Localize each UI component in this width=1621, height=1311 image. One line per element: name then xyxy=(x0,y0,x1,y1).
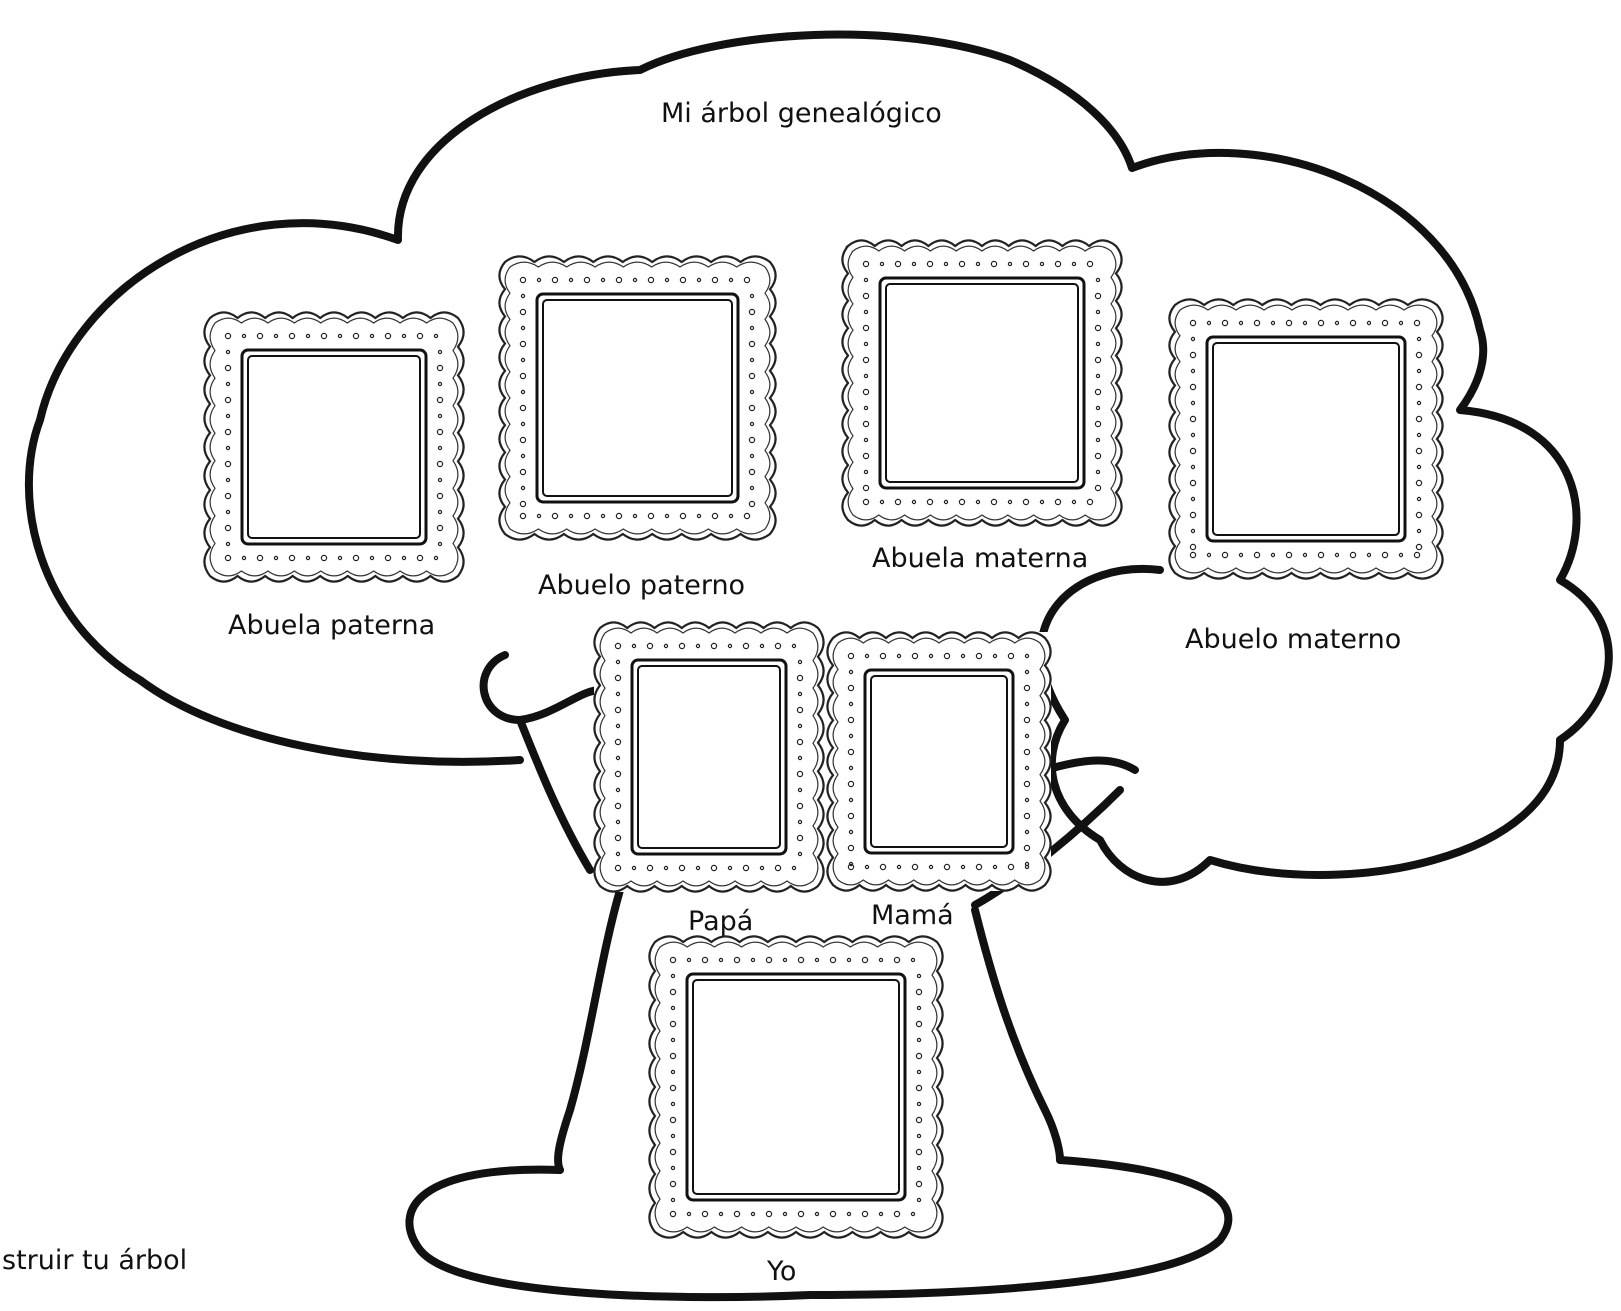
right-branch xyxy=(1041,756,1139,774)
left-branch-to-trunk xyxy=(516,716,594,874)
label-abuela-paterna: Abuela paterna xyxy=(228,610,436,641)
frame-yo xyxy=(648,935,944,1239)
left-branch-curl xyxy=(479,651,604,725)
ground-base xyxy=(405,1156,1233,1302)
label-abuela-materna: Abuela materna xyxy=(872,543,1089,574)
frame-abuela-materna xyxy=(841,239,1123,527)
label-mama: Mamá xyxy=(871,900,954,931)
frame-abuela-paterna xyxy=(203,311,465,583)
frame-abuelo-materno xyxy=(1168,298,1444,580)
frame-mama xyxy=(826,631,1052,892)
label-abuelo-paterno: Abuelo paterno xyxy=(538,570,746,601)
photo-frames xyxy=(203,239,1444,1239)
tree-canopy-outline xyxy=(24,30,1613,886)
label-papa: Papá xyxy=(688,906,754,937)
frame-papa xyxy=(593,621,825,893)
frame-abuelo-paterno xyxy=(498,255,777,541)
label-yo: Yo xyxy=(767,1256,797,1287)
label-abuelo-materno: Abuelo materno xyxy=(1185,624,1402,655)
tree-title: Mi árbol genealógico xyxy=(661,98,942,129)
footer-fragment: struir tu árbol xyxy=(2,1245,188,1276)
trunk-right xyxy=(971,906,1064,1164)
trunk-left xyxy=(554,886,624,1174)
